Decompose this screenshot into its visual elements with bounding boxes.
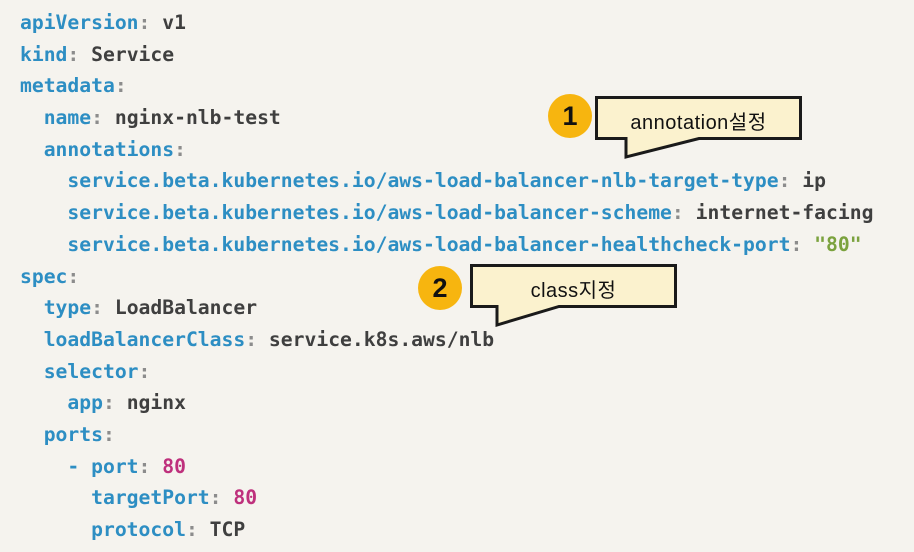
code-line: spec: <box>20 261 873 293</box>
code-line: type: LoadBalancer <box>20 292 873 324</box>
callout-1-label: annotation설정 <box>630 111 767 134</box>
code-token-key: spec <box>20 264 68 288</box>
code-token-str: "80" <box>802 232 862 256</box>
code-token-punct: : <box>138 454 151 478</box>
code-token-key: targetPort <box>20 486 210 510</box>
code-token-punct: : <box>185 518 198 541</box>
code-token-key: - port <box>20 454 139 478</box>
callout-1-number-badge: 1 <box>548 94 592 138</box>
code-token-num: 80 <box>221 486 258 510</box>
code-token-val: nginx-nlb-test <box>102 106 281 130</box>
code-token-punct: : <box>67 264 80 288</box>
callout-1-speech-bubble: annotation설정 <box>595 96 805 162</box>
code-token-punct: : <box>102 422 115 446</box>
code-token-punct: : <box>209 486 222 510</box>
code-line: service.beta.kubernetes.io/aws-load-bala… <box>20 229 873 261</box>
code-token-key: metadata <box>20 74 115 98</box>
code-token-punct: : <box>778 169 791 193</box>
callout-2-speech-bubble: class지정 <box>470 264 680 330</box>
code-token-punct: : <box>91 106 103 130</box>
code-token-punct: : <box>138 11 151 34</box>
code-token-val: service.k8s.aws/nlb <box>257 327 495 351</box>
code-line: name: nginx-nlb-test <box>20 102 873 134</box>
code-token-key: service.beta.kubernetes.io/aws-load-bala… <box>20 232 791 256</box>
code-token-punct: : <box>114 74 127 98</box>
code-token-key: ports <box>20 422 103 446</box>
code-line: kind: Service <box>20 39 873 71</box>
callout-2-label: class지정 <box>530 279 617 302</box>
code-token-key: service.beta.kubernetes.io/aws-load-bala… <box>20 201 672 225</box>
code-token-key: annotations <box>20 137 175 161</box>
code-token-punct: : <box>138 359 151 383</box>
callout-2-number-badge: 2 <box>418 266 462 310</box>
code-token-val: Service <box>79 42 175 66</box>
code-token-key: loadBalancerClass <box>20 327 246 351</box>
code-token-punct: : <box>67 42 80 66</box>
code-token-val: LoadBalancer <box>102 296 258 320</box>
code-line: ports: <box>20 419 873 451</box>
code-token-punct: : <box>245 327 258 351</box>
code-token-num: 80 <box>150 454 186 478</box>
code-token-key: apiVersion <box>20 11 139 34</box>
speech-bubble-shape <box>595 96 802 159</box>
code-token-key: name <box>20 106 92 130</box>
code-token-punct: : <box>174 137 186 161</box>
code-token-punct: : <box>91 296 103 320</box>
code-line: app: nginx <box>20 387 873 419</box>
code-token-val: internet-facing <box>683 201 874 225</box>
code-line: protocol: TCP <box>20 514 873 546</box>
code-token-key: kind <box>20 42 68 66</box>
code-token-val: v1 <box>150 11 186 34</box>
code-token-val: nginx <box>114 391 186 415</box>
code-line: service.beta.kubernetes.io/aws-load-bala… <box>20 197 873 229</box>
code-token-key: type <box>20 296 92 320</box>
code-token-punct: : <box>102 391 115 415</box>
callout-2-number: 2 <box>432 272 448 303</box>
code-token-key: protocol <box>20 518 186 541</box>
callout-1-number: 1 <box>562 100 578 131</box>
code-token-val: TCP <box>197 518 246 541</box>
speech-bubble-shape <box>470 264 677 328</box>
code-token-key: app <box>20 391 103 415</box>
code-line: - port: 80 <box>20 451 873 483</box>
code-token-punct: : <box>790 232 803 256</box>
code-line: annotations: <box>20 134 873 166</box>
code-line: selector: <box>20 356 873 388</box>
code-line: metadata: <box>20 70 873 102</box>
code-line: loadBalancerClass: service.k8s.aws/nlb <box>20 324 873 356</box>
code-token-key: selector <box>20 359 139 383</box>
code-token-punct: : <box>671 201 684 225</box>
code-line: targetPort: 80 <box>20 482 873 514</box>
code-token-val: ip <box>790 169 827 193</box>
code-line: service.beta.kubernetes.io/aws-load-bala… <box>20 165 873 197</box>
code-token-key: service.beta.kubernetes.io/aws-load-bala… <box>20 169 779 193</box>
code-line: apiVersion: v1 <box>20 7 873 39</box>
